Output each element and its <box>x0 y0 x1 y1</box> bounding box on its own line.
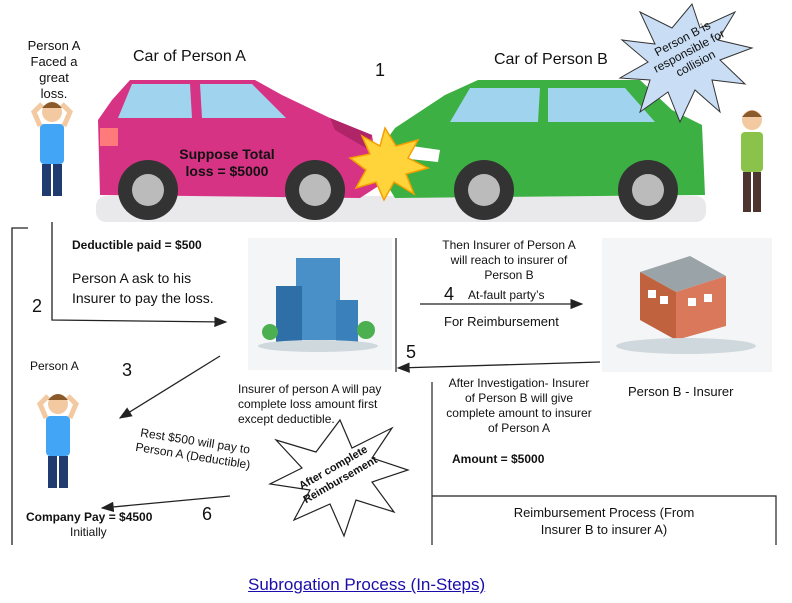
at-fault-label: At-fault party’s <box>468 288 545 302</box>
then-insurer-label: Then Insurer of Person A will reach to i… <box>442 238 576 282</box>
total-loss-label: Suppose Total loss = $5000 <box>179 146 275 179</box>
step-5-number: 5 <box>406 342 417 362</box>
step-6-number: 6 <box>202 504 213 524</box>
person-standing-icon <box>741 110 763 212</box>
step-5-arrow <box>396 361 601 373</box>
car-a-label: Car of Person A <box>133 48 246 65</box>
car-a-icon <box>98 80 380 220</box>
initially-label: Initially <box>70 525 107 539</box>
for-reimbursement-label: For Reimbursement <box>444 314 559 329</box>
company-pay-label: Company Pay = $4500 <box>26 510 153 524</box>
step-3-number: 3 <box>122 360 133 380</box>
reimbursement-process-label: Reimbursement Process (From Insurer B to… <box>513 505 695 537</box>
deductible-label: Deductible paid = $500 <box>72 238 202 252</box>
step-2-arrow <box>51 222 228 328</box>
brick-building-icon <box>602 238 772 372</box>
ask-insurer-label: Person A ask to his Insurer to pay the l… <box>72 270 214 306</box>
step-2-bracket <box>11 227 28 545</box>
step-3-arrow <box>118 355 221 419</box>
step-2-number: 2 <box>32 296 43 316</box>
road-shadow <box>96 196 706 222</box>
reimbursement-box <box>431 382 777 545</box>
car-b-label: Car of Person B <box>494 51 608 68</box>
person-stressed-icon <box>31 102 73 196</box>
office-building-icon <box>248 238 392 370</box>
step-1-number: 1 <box>375 60 386 80</box>
amount-label: Amount = $5000 <box>452 452 545 466</box>
step-6-arrow <box>100 495 231 513</box>
person-a-top-label: Person A Faced a great loss. <box>27 38 81 101</box>
after-investigation-label: After Investigation- Insurer of Person B… <box>446 376 592 435</box>
person-b-insurer-label: Person B - Insurer <box>628 384 734 399</box>
collision-burst-icon <box>348 126 431 202</box>
person-stressed-icon-2 <box>37 394 79 488</box>
caption-link[interactable]: Subrogation Process (In-Steps) <box>248 575 486 594</box>
car-b-icon <box>372 80 705 220</box>
burst-person-b-responsible <box>618 2 754 124</box>
person-a-mid-label: Person A <box>30 359 79 373</box>
insurer-a-pays-label: Insurer of person A will pay complete lo… <box>238 382 382 426</box>
burst-after-reimbursement <box>268 418 410 538</box>
step-4-number: 4 <box>444 284 455 304</box>
